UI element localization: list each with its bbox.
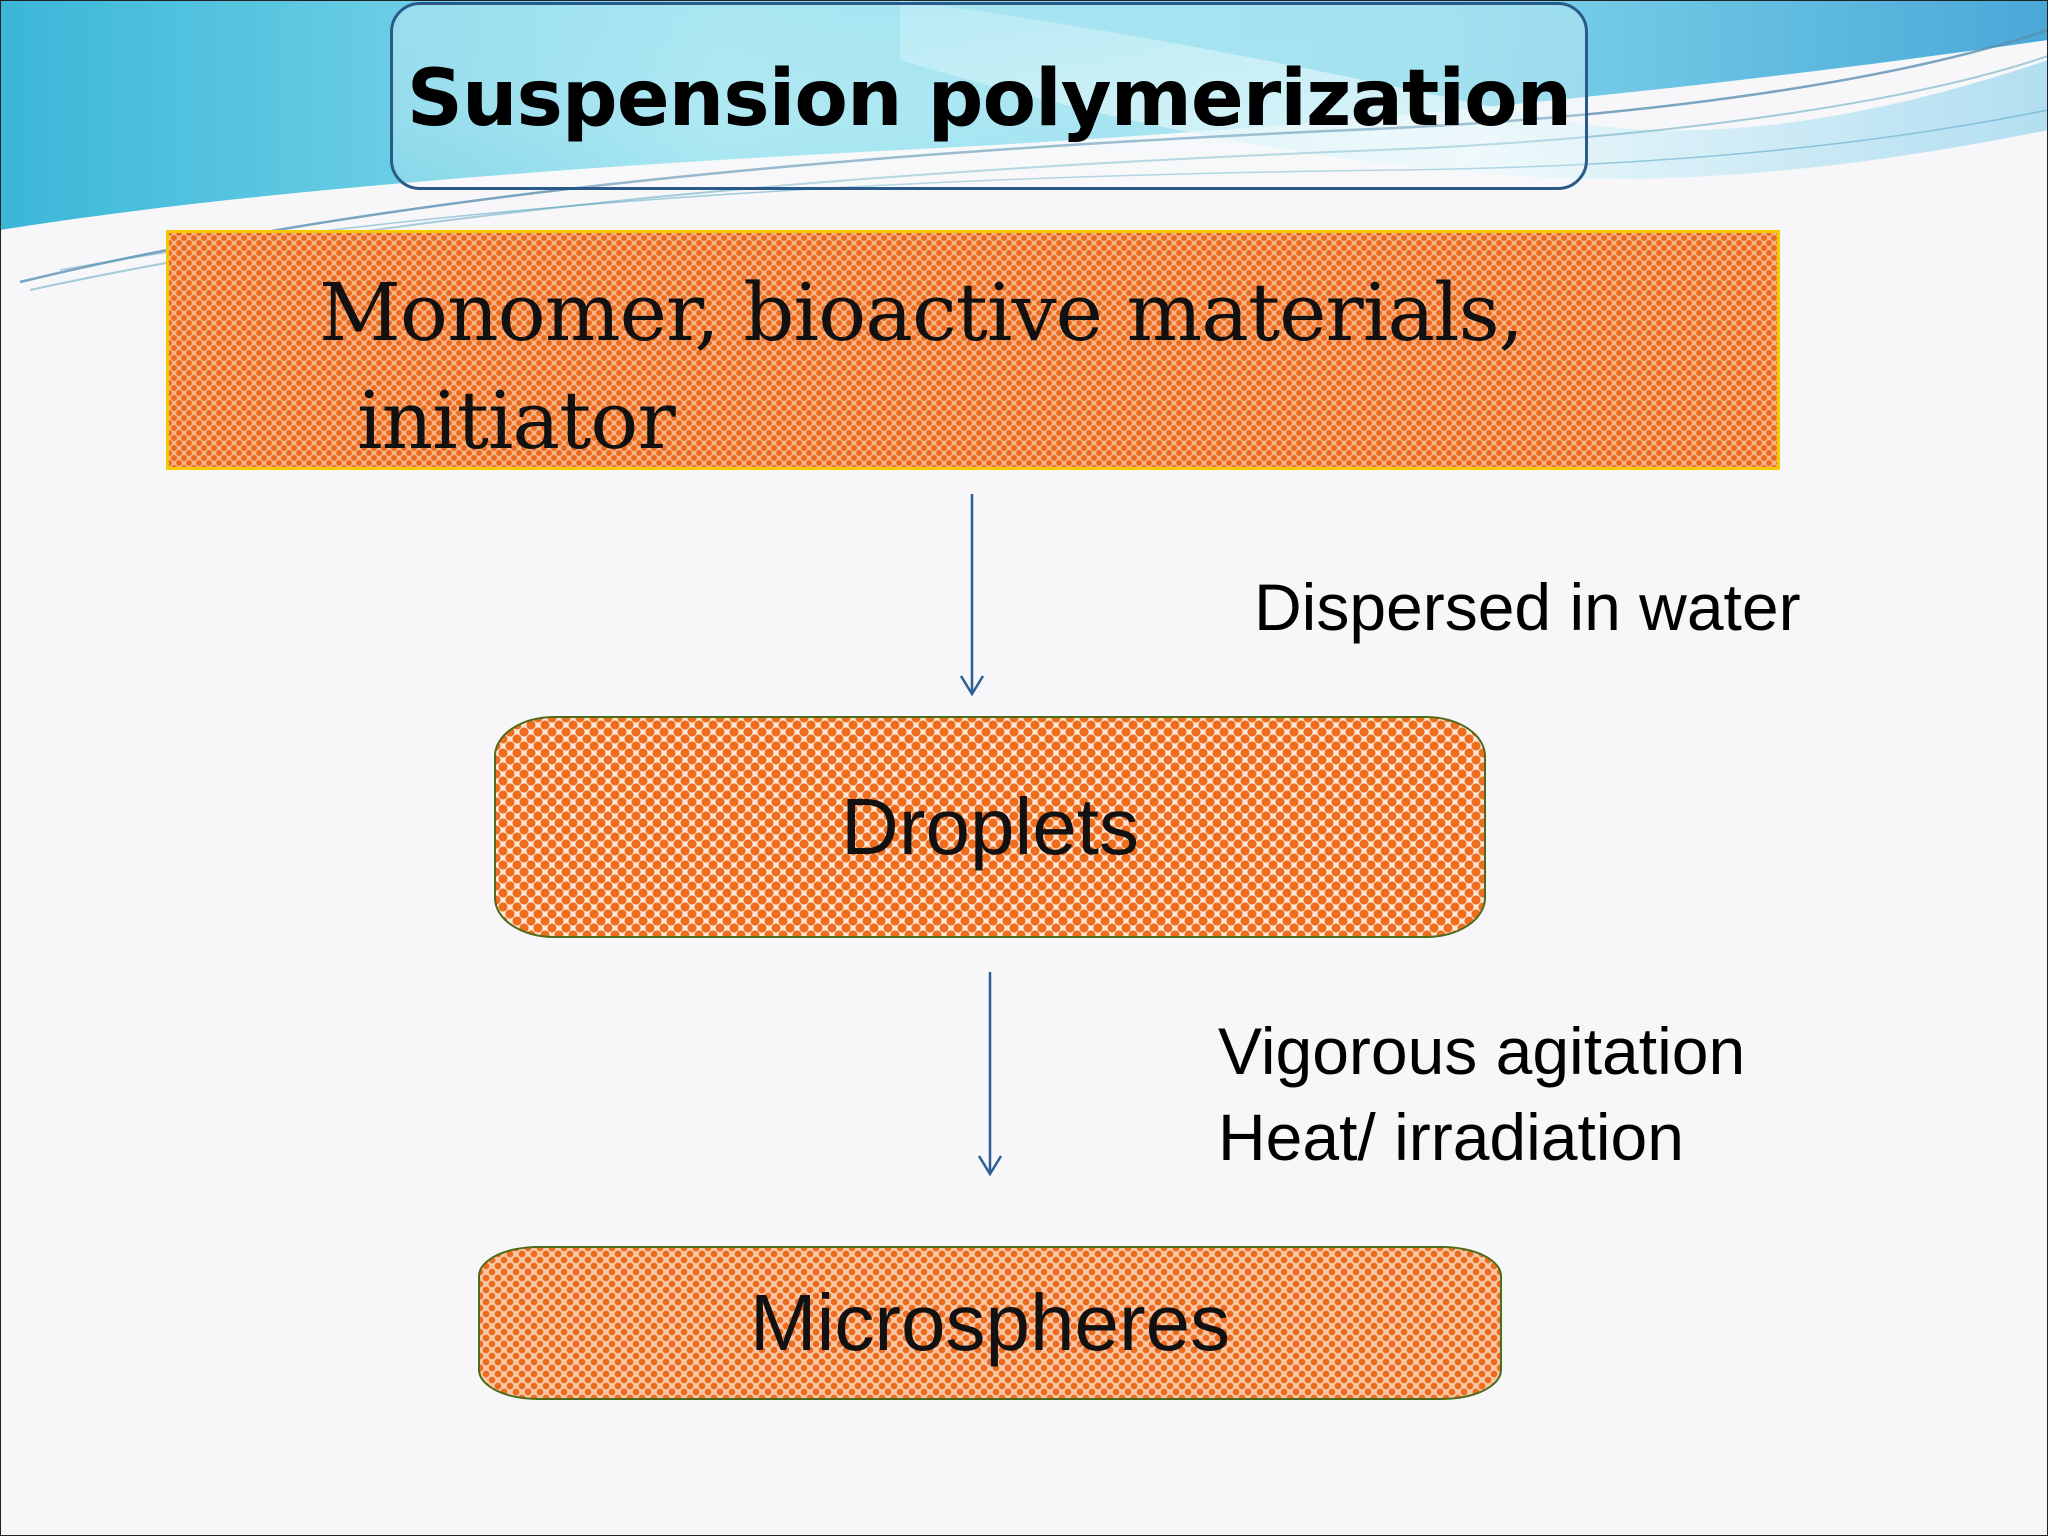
step-inputs-text: Monomer, bioactive materials, initiator [319, 259, 1524, 475]
slide-title: Suspension polymerization [406, 54, 1572, 144]
white-wave [900, 0, 2048, 179]
step-inputs-line-2: initiator [357, 374, 676, 467]
step-droplets-label: Droplets [841, 782, 1139, 871]
condition-polymerization-line-2: Heat/ irradiation [1218, 1100, 1684, 1174]
title-box: Suspension polymerization [390, 2, 1588, 190]
step-microspheres-label: Microspheres [749, 1278, 1231, 1367]
condition-dispersion-line-1: Dispersed in water [1254, 570, 1801, 644]
step-box-inputs: Monomer, bioactive materials, initiator [166, 230, 1780, 470]
condition-polymerization-line-1: Vigorous agitation [1218, 1014, 1746, 1088]
step-box-droplets: Droplets [494, 716, 1486, 938]
step-box-microspheres: Microspheres [478, 1246, 1502, 1400]
step-inputs-line-1: Monomer, bioactive materials, [319, 266, 1524, 359]
condition-dispersion: Dispersed in water [1254, 564, 1801, 650]
condition-polymerization: Vigorous agitation Heat/ irradiation [1218, 1008, 1745, 1180]
